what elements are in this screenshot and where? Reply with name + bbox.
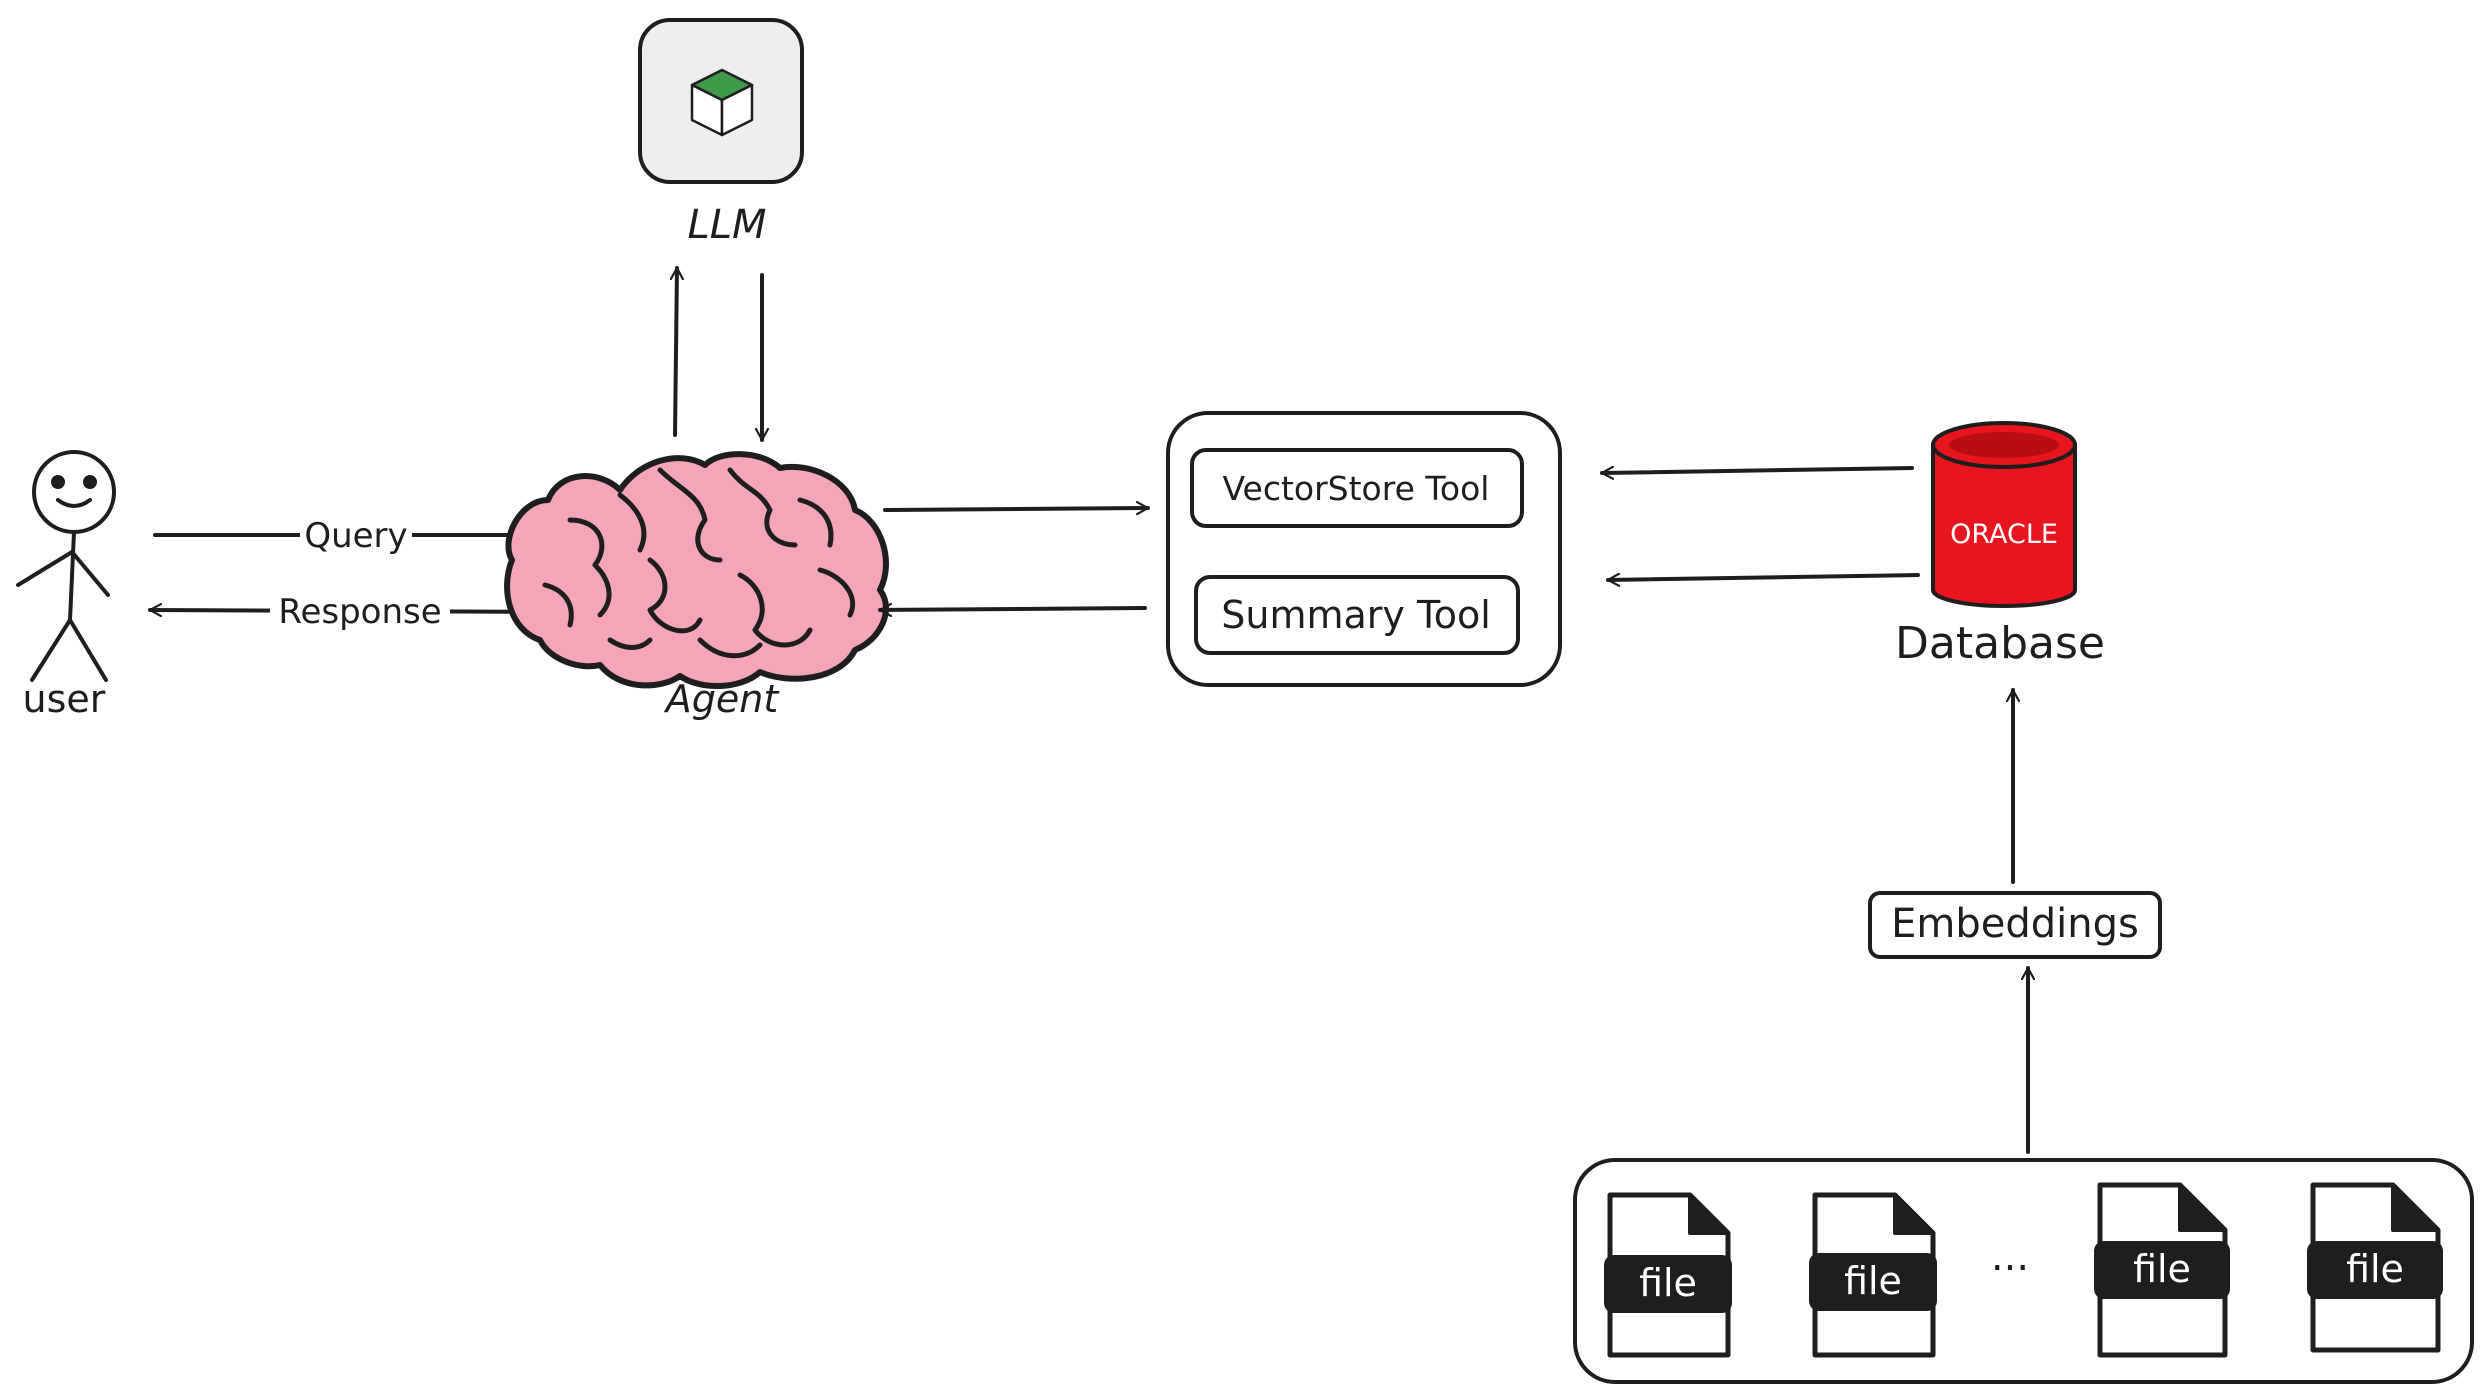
vectorstore-tool: VectorStore Tool: [1190, 448, 1524, 528]
arrow-db-to-summary: [1606, 575, 1920, 580]
agent-label: Agent: [663, 677, 781, 721]
agent-node: Agent: [504, 451, 889, 721]
arrow-agent-to-tools: [883, 508, 1150, 510]
user-label: user: [23, 677, 106, 721]
vectorstore-tool-label: VectorStore Tool: [1223, 469, 1490, 508]
response-label-bg: [270, 588, 450, 634]
oracle-database-icon: ORACLE: [1931, 421, 2077, 608]
query-label: Query: [304, 516, 407, 556]
file-label-4: file: [2346, 1247, 2404, 1291]
embeddings-node: Embeddings: [1868, 891, 2162, 959]
response-label: Response: [278, 592, 441, 632]
database-node: ORACLE Database: [1895, 421, 2105, 669]
oracle-logo-text: ORACLE: [1950, 519, 2058, 550]
database-label: Database: [1895, 618, 2105, 669]
file-label-2: file: [1844, 1259, 1902, 1303]
stick-figure-icon: [16, 450, 116, 682]
file-label-1: file: [1639, 1261, 1697, 1305]
arrow-tools-to-agent: [878, 608, 1147, 610]
arrow-db-to-vectorstore: [1600, 468, 1914, 473]
file-label-3: file: [2133, 1247, 2191, 1291]
query-label-bg: [300, 510, 412, 556]
embeddings-label: Embeddings: [1891, 901, 2139, 947]
file-icon-2: file: [1809, 1192, 1937, 1358]
summary-tool: Summary Tool: [1194, 575, 1520, 655]
user-node: user: [16, 450, 116, 721]
arrow-agent-to-llm: [675, 266, 677, 437]
file-icon-3: file: [2094, 1182, 2230, 1358]
files-ellipsis: ...: [1991, 1234, 2029, 1280]
file-icon-1: file: [1604, 1192, 1732, 1358]
cube-icon: [690, 68, 754, 137]
file-icon-4: file: [2307, 1182, 2443, 1353]
tools-container: VectorStore Tool Summary Tool: [1166, 411, 1562, 687]
files-container: file file ... file file: [1573, 1158, 2474, 1384]
summary-tool-label: Summary Tool: [1221, 593, 1491, 637]
llm-node: LLM: [638, 18, 804, 248]
brain-icon: [504, 451, 889, 689]
llm-label: LLM: [687, 202, 766, 248]
